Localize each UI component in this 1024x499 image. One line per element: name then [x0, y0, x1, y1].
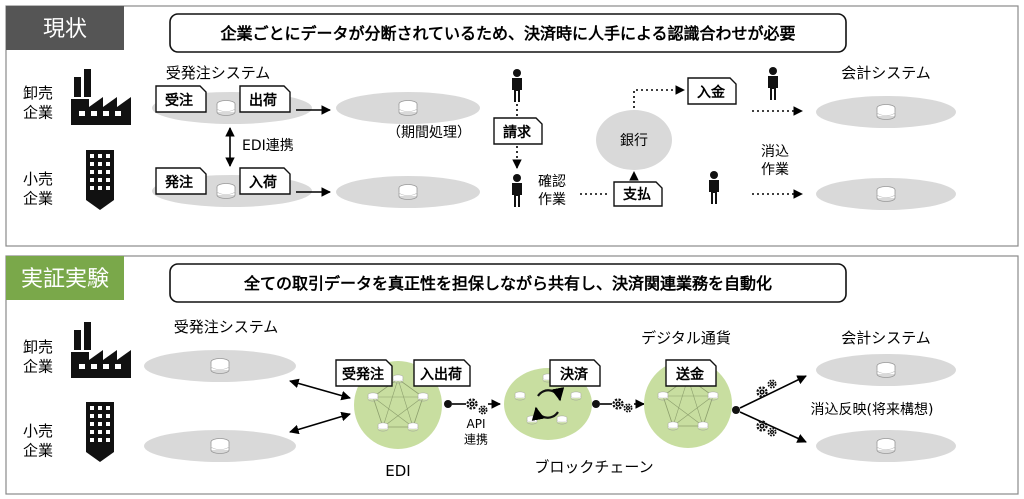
current-tag: 現状: [43, 17, 87, 42]
cycle-icon: [537, 387, 565, 402]
current-headline: 企業ごとにデータが分断されているため、決済時に人手による認識合わせが必要: [219, 24, 795, 43]
digital-currency-label: デジタル通貨: [641, 329, 731, 347]
order-recv-label: 受注: [165, 92, 193, 109]
receive-label: 入荷: [249, 174, 277, 191]
bank-node: [596, 110, 672, 170]
remit-label: 送金: [675, 366, 705, 383]
settlement-label: 決済: [560, 366, 589, 383]
pilot-headline: 全ての取引データを真正性を担保しながら共有し、決済関連業務を自動化: [243, 274, 772, 293]
edi-label: EDI: [385, 462, 410, 480]
period-label: （期間処理）: [387, 125, 471, 141]
confirm-label: 確認作業: [538, 174, 566, 208]
wholesale-label-pilot: 卸売企業: [23, 338, 53, 376]
retail-label-current: 小売企業: [23, 170, 53, 208]
in-out-label: 入出荷: [420, 366, 462, 383]
pilot-headline-box: [169, 263, 847, 303]
bank-label: 銀行: [620, 133, 648, 149]
reconcile-label: 消込作業: [761, 144, 789, 178]
payment-label: 支払: [622, 186, 651, 203]
order-system-label-current: 受発注システム: [166, 64, 271, 82]
pilot-tag: 実証実験: [21, 267, 109, 292]
blockchain-label: ブロックチェーン: [534, 458, 653, 476]
wholesale-label-current: 卸売企業: [23, 84, 53, 122]
current-tag-box: [6, 6, 124, 50]
building-icon-pilot: [86, 402, 114, 462]
edi-link-label: EDI連携: [242, 138, 294, 154]
order-system-label-pilot: 受発注システム: [174, 318, 279, 336]
order-mgmt-label: 受発注: [342, 366, 384, 383]
ship-label: 出荷: [249, 92, 277, 109]
accounting-label-pilot: 会計システム: [841, 329, 931, 347]
retail-label-pilot: 小売企業: [23, 422, 53, 460]
invoice-label: 請求: [503, 124, 532, 141]
current-headline-box: [169, 13, 847, 53]
pilot-tag-box: [6, 256, 124, 300]
deposit-label: 入金: [697, 84, 726, 101]
building-icon: [86, 150, 114, 210]
accounting-label-current: 会計システム: [841, 64, 931, 82]
reconcile-future-label: 消込反映(将来構想): [811, 402, 934, 418]
order-place-label: 発注: [164, 174, 193, 191]
